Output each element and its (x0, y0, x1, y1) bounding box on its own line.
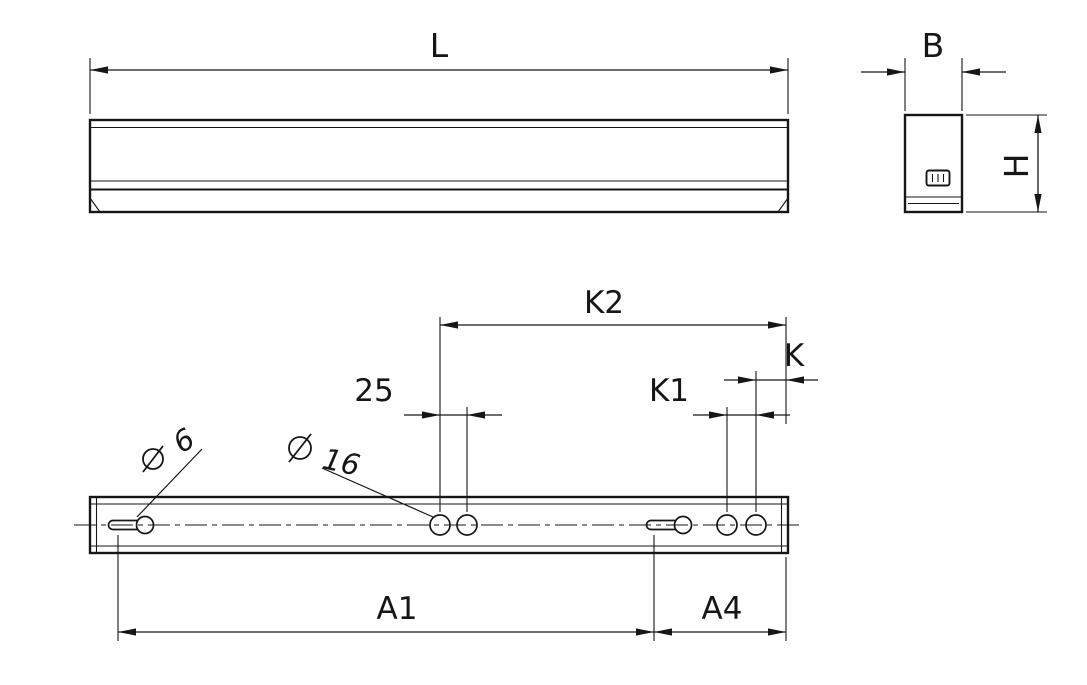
dim-label-25: 25 (354, 373, 393, 409)
k2-dimension: K2 (439, 285, 787, 512)
dim-label-H: H (997, 154, 1036, 179)
arrow-right-icon (709, 411, 727, 419)
dia-value-6: 6 (167, 421, 201, 460)
hole-spacing-dimension: 25 (354, 373, 502, 512)
connector-detail (925, 169, 951, 187)
right-chamfer-line (777, 197, 789, 213)
arrow-left-icon (118, 628, 136, 636)
dim-label-B: B (922, 26, 945, 65)
dim-label-L: L (430, 26, 449, 65)
arrow-left-icon (962, 68, 980, 76)
right-mounting-slot (645, 519, 676, 531)
height-dimension: H (966, 114, 1047, 213)
diameter-slash (142, 445, 164, 473)
dim-label-A4: A4 (702, 591, 743, 627)
profile-body (88, 118, 790, 214)
side-view (88, 118, 790, 214)
a-dimensions: A1 A4 (117, 535, 787, 641)
dim-label-A1: A1 (377, 591, 418, 627)
arrow-left-icon (654, 628, 672, 636)
bottom-view (74, 495, 804, 555)
diameter-circle (288, 436, 312, 460)
arrow-left-icon (756, 411, 774, 419)
k1-dimension: K1 (649, 373, 790, 512)
diameter-slash (288, 433, 312, 463)
arrow-down-icon (1034, 194, 1042, 212)
diameter-icon (288, 433, 312, 463)
arrow-right-icon (636, 628, 654, 636)
hole-diameter-callout: 16 (288, 433, 434, 518)
arrow-right-icon (738, 376, 756, 384)
left-mounting-slot (107, 519, 138, 531)
mid-hole-left (429, 514, 451, 536)
dim-label-K1: K1 (649, 373, 689, 409)
dim-label-K: K (784, 338, 805, 374)
end-hole-left (716, 514, 738, 536)
mid-hole-right (456, 514, 478, 536)
arrow-up-icon (1034, 115, 1042, 133)
arrow-left-icon (90, 66, 108, 74)
length-dimension: L (89, 26, 789, 114)
arrow-right-icon (887, 68, 905, 76)
dia-value-16: 16 (320, 442, 363, 483)
end-hole-right (745, 514, 767, 536)
profile-cross-section (903, 113, 964, 214)
arrow-left-icon (786, 376, 804, 384)
diameter-circle (142, 448, 164, 470)
leader-line (321, 467, 434, 518)
arrow-left-icon (467, 411, 485, 419)
right-slot-hole (673, 515, 693, 535)
arrow-right-icon (422, 411, 440, 419)
slot-diameter-callout: 6 (136, 421, 203, 518)
width-dimension: B (861, 26, 1006, 111)
arrow-right-icon (770, 66, 788, 74)
arrow-right-icon (768, 321, 786, 329)
arrow-left-icon (440, 321, 458, 329)
end-view (903, 113, 964, 214)
dim-label-K2: K2 (584, 285, 624, 321)
k-dimension: K (724, 338, 818, 512)
left-chamfer-line (89, 197, 101, 213)
diameter-icon (142, 445, 164, 473)
arrow-right-icon (768, 628, 786, 636)
leader-line (136, 448, 203, 518)
left-slot-hole (135, 515, 155, 535)
